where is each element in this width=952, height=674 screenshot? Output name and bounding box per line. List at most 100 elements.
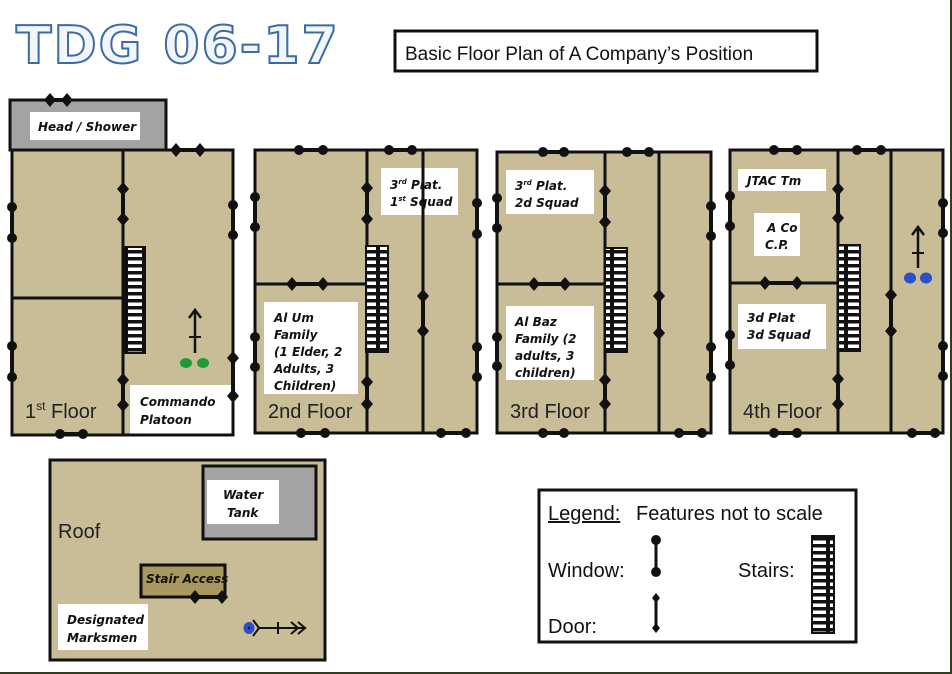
door-icon [170, 143, 206, 157]
door-icon [885, 288, 897, 338]
roof-label: Roof [58, 521, 101, 543]
head-shower-room: Head / Shower [8, 98, 168, 152]
window-icon [472, 342, 482, 382]
unit-label: Commando [140, 395, 216, 409]
door-icon [759, 276, 803, 290]
door-icon [117, 373, 129, 412]
window-icon [907, 428, 940, 438]
stairs-icon [122, 246, 146, 354]
legend: Legend: Features not to scale Window: Do… [537, 488, 858, 644]
window-icon [769, 428, 802, 438]
unit-box [264, 302, 358, 394]
window-icon [938, 198, 948, 238]
window-icon [651, 535, 661, 577]
stairs-icon [365, 245, 389, 353]
floor-label: 3rd Floor [510, 401, 590, 423]
water-tank: Water Tank [201, 464, 318, 541]
window-icon [472, 198, 482, 239]
window-icon [852, 145, 886, 155]
window-icon [706, 342, 716, 382]
legend-stairs-label: Stairs: [738, 560, 795, 582]
designated-marksmen-box: Designated Marksmen [58, 604, 148, 650]
unit-label: adults, 3 [515, 349, 574, 363]
head-shower-label: Head / Shower [38, 120, 137, 134]
unit-box [738, 304, 826, 349]
floor-label: 1st Floor [25, 399, 97, 423]
marksman-arrow-icon [243, 619, 307, 637]
unit-box [754, 213, 800, 256]
window-icon [384, 145, 417, 155]
subtitle: Basic Floor Plan of A Company’s Position [405, 44, 753, 65]
window-icon [674, 428, 707, 438]
unit-label: Children) [274, 379, 336, 393]
door-icon [832, 372, 844, 411]
window-icon [55, 429, 88, 439]
floor-label: 4th Floor [743, 401, 822, 423]
door-icon [599, 373, 611, 411]
unit-label: Al Um [273, 311, 314, 325]
unit-box [506, 170, 594, 214]
door-icon [832, 182, 844, 225]
unit-label: 1st Squad [390, 195, 453, 209]
stair-access: Stair Access [139, 563, 228, 604]
unit-label: C.P. [765, 238, 789, 252]
window-icon [769, 145, 802, 155]
door-icon [417, 289, 429, 338]
window-icon [538, 428, 569, 438]
commando-platoon-box [130, 385, 233, 435]
window-icon [294, 145, 328, 155]
stairs-icon [604, 247, 628, 353]
window-icon [436, 428, 471, 438]
floor-label: 2nd Floor [268, 401, 353, 423]
unit-label: Marksmen [67, 631, 137, 645]
window-icon [706, 201, 716, 241]
stairs-icon [811, 535, 835, 634]
water-tank-label: Water [223, 488, 264, 502]
window-icon [7, 202, 17, 243]
friendly-team-green-icon [180, 307, 209, 368]
unit-label: A Co [766, 221, 798, 235]
door-icon [653, 289, 665, 340]
window-icon [538, 147, 569, 157]
unit-label: 2d Squad [515, 196, 579, 210]
unit-label: 3rd Plat. [390, 178, 442, 192]
friendly-team-blue-icon [904, 224, 932, 284]
legend-window-label: Window: [548, 560, 625, 582]
window-icon [492, 332, 502, 371]
door-icon [361, 181, 373, 226]
window-icon [938, 341, 948, 381]
stairs-icon [837, 244, 861, 352]
window-icon [725, 330, 735, 370]
door-icon [189, 590, 201, 604]
unit-box [381, 168, 458, 215]
window-icon [228, 200, 238, 240]
window-icon [296, 428, 330, 438]
door-icon [117, 182, 129, 226]
legend-title: Legend: [548, 503, 620, 525]
door-icon [528, 277, 571, 291]
unit-label: 3d Squad [747, 328, 811, 342]
unit-label: 3d Plat [747, 311, 796, 325]
window-icon [250, 332, 260, 372]
unit-box [738, 169, 826, 191]
door-icon [216, 590, 228, 604]
door-icon [44, 93, 73, 107]
tdg-title: TDG 06-17 [16, 16, 340, 76]
unit-label: 3rd Plat. [515, 179, 567, 193]
unit-label: (1 Elder, 2 [274, 345, 342, 359]
window-icon [250, 192, 260, 232]
door-icon [286, 277, 329, 291]
door-icon [599, 184, 611, 229]
unit-label: Platoon [140, 413, 192, 427]
window-icon [622, 147, 654, 157]
legend-door-label: Door: [548, 616, 597, 638]
unit-label: Al Baz [514, 315, 558, 329]
roof: Roof Water Tank Stair Access Designated … [48, 458, 327, 662]
window-icon [7, 341, 17, 382]
window-icon [725, 191, 735, 231]
door-icon [227, 351, 239, 403]
unit-label: JTAC Tm [745, 174, 801, 188]
stair-access-label: Stair Access [146, 572, 228, 586]
